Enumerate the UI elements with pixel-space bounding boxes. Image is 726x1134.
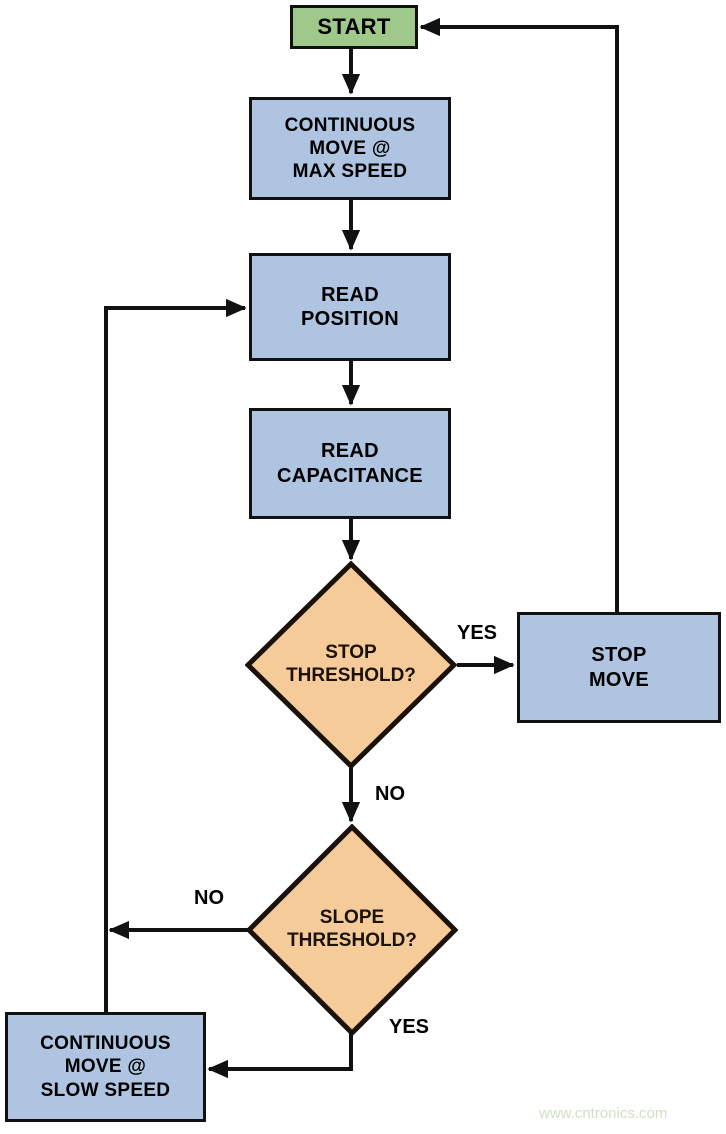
- label-line-1: CONTINUOUS: [40, 1033, 171, 1055]
- edge-label-stop-threshold-yes: YES: [457, 622, 498, 644]
- edge-label-slope-threshold-yes: YES: [389, 1016, 430, 1038]
- label-line-3: SLOW SPEED: [40, 1079, 171, 1101]
- label-line-2: CAPACITANCE: [277, 464, 423, 487]
- label-line-1: CONTINUOUS: [284, 114, 416, 136]
- node-read-capacitance-label: READ CAPACITANCE: [277, 439, 423, 488]
- label-line-1: READ: [321, 440, 379, 463]
- node-stop-move[interactable]: STOP MOVE: [517, 612, 721, 723]
- node-continuous-move-slow-speed[interactable]: CONTINUOUS MOVE @ SLOW SPEED: [5, 1012, 206, 1122]
- node-continuous-move-max-speed-label: CONTINUOUS MOVE @ MAX SPEED: [285, 114, 416, 184]
- label-line-2: POSITION: [301, 308, 399, 330]
- edge-slope-threshold-yes-to-continuous-slow: [207, 1032, 353, 1079]
- edge-left-rail-to-read-position: [104, 298, 247, 1012]
- node-start[interactable]: START: [290, 5, 418, 49]
- node-read-position-label: READ POSITION: [301, 283, 399, 332]
- node-read-capacitance[interactable]: READ CAPACITANCE: [249, 408, 451, 519]
- label-line-1: STOP: [591, 644, 647, 667]
- node-stop-move-label: STOP MOVE: [589, 643, 649, 692]
- label-line-3: MAX SPEED: [292, 161, 408, 183]
- label-line-1: READ: [321, 283, 379, 306]
- slope-threshold-diamond-shape: [245, 823, 459, 1037]
- edge-label-slope-threshold-no: NO: [194, 887, 224, 909]
- node-stop-threshold[interactable]: STOP THRESHOLD?: [244, 560, 458, 770]
- edge-stop-move-to-start: [419, 17, 619, 612]
- node-start-label: START: [317, 13, 391, 39]
- label-line-2: MOVE @: [64, 1056, 147, 1078]
- node-continuous-move-slow-speed-label: CONTINUOUS MOVE @ SLOW SPEED: [40, 1032, 171, 1102]
- node-read-position[interactable]: READ POSITION: [249, 253, 451, 361]
- label-line-2: MOVE: [588, 668, 650, 691]
- node-slope-threshold[interactable]: SLOPE THRESHOLD?: [245, 823, 459, 1037]
- edge-label-stop-threshold-no: NO: [375, 783, 405, 805]
- stop-threshold-diamond-shape: [244, 560, 458, 770]
- watermark-text: www.cntronics.com: [539, 1105, 668, 1122]
- label-line-2: MOVE @: [309, 137, 391, 159]
- node-continuous-move-max-speed[interactable]: CONTINUOUS MOVE @ MAX SPEED: [249, 97, 451, 200]
